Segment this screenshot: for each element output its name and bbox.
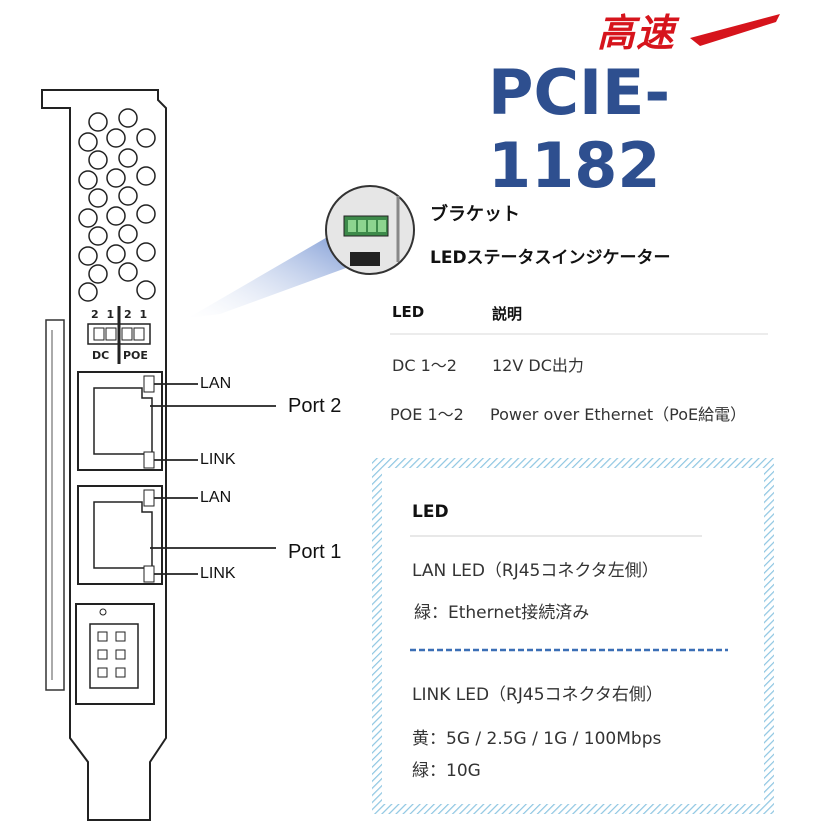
table-header-led: LED [392,303,425,321]
model-title: PCIE-1182 [488,56,671,202]
lan-led-green: 緑：Ethernet接続済み [414,603,590,623]
brand-kousoku: 高速 [597,11,676,55]
table-row-poe-led: POE 1～2 [390,405,464,424]
dc-connector [75,603,155,705]
vent-holes [78,108,156,302]
card-edge [45,319,65,691]
lan-led-heading: LAN LED（RJ45コネクタ左側） [412,561,659,581]
link-led-heading: LINK LED（RJ45コネクタ右側） [412,685,663,705]
dc-label: DC [92,349,110,362]
leader-lines [150,383,276,575]
rj45-port-1 [77,485,163,585]
port1-link-label: LINK [200,565,236,582]
link-led-yellow: 黄：5G / 2.5G / 1G / 100Mbps [412,729,662,749]
port2-link-label: LINK [200,451,236,468]
bracket-photo [325,185,415,275]
port1-lan-label: LAN [200,489,232,506]
table-row-dc-desc: 12V DC出力 [492,356,584,375]
bracket-subtitle: LEDステータスインジケーター [430,248,671,268]
bracket-title: ブラケット [430,204,520,225]
link-led-green: 緑：10G [412,761,481,781]
port1-label: Port 1 [288,541,342,563]
poe-label: POE [123,349,148,362]
dc-digits: 2 1 [91,308,117,321]
status-led-window [87,306,151,364]
table-row-poe-desc: Power over Ethernet（PoE給電） [490,405,747,424]
zoom-cone [188,232,346,318]
poe-digits: 2 1 [124,308,150,321]
table-row-dc-led: DC 1～2 [392,356,457,375]
table-header-desc: 説明 [492,305,523,323]
port2-label: Port 2 [288,395,342,417]
led-box-title: LED [412,502,449,522]
speed-stripe [690,14,780,46]
rj45-port-2 [77,371,163,471]
led-box-inner [382,468,764,804]
port2-lan-label: LAN [200,375,232,392]
